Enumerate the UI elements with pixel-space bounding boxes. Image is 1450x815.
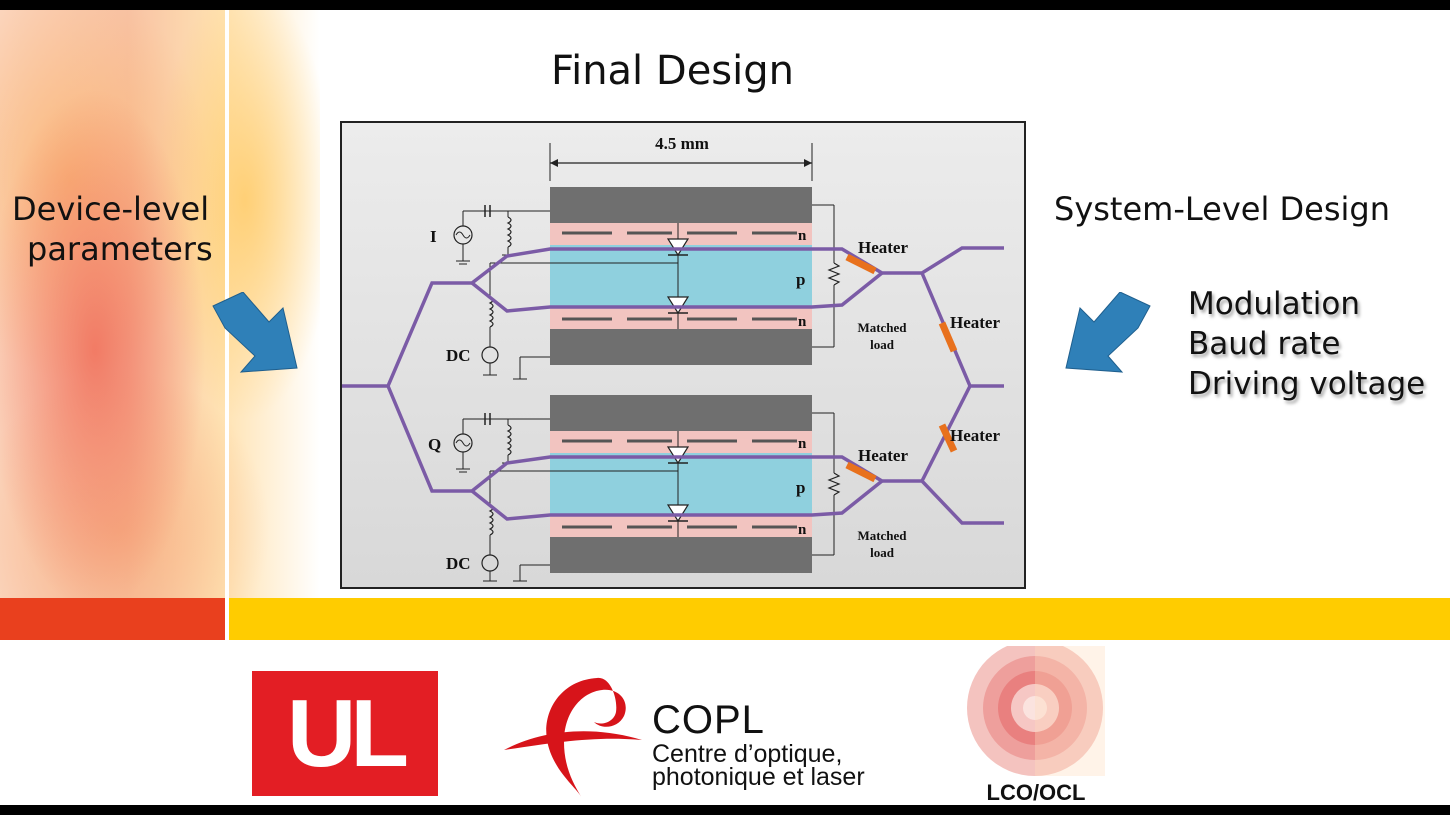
- iq-modulator-diagram: 4.5 mm n p n I: [340, 121, 1026, 589]
- heater-label: Heater: [950, 426, 1000, 445]
- accent-bar-yellow: [229, 598, 1450, 640]
- n-region-label: n: [798, 228, 807, 244]
- bottom-modulator-arm: n p n Q DC: [428, 395, 908, 582]
- waveguides: [342, 246, 1004, 525]
- ul-logo: UL: [252, 671, 438, 796]
- top-modulator-arm: n p n I DC: [430, 187, 908, 380]
- accent-bar-red: [0, 598, 225, 640]
- dc-bias-label: DC: [446, 346, 471, 365]
- n-region-label: n: [798, 522, 807, 538]
- lco-logo-text: LCO/OCL: [986, 780, 1086, 805]
- matched-load-label: Matched: [857, 320, 907, 335]
- lco-logo-icon: [967, 646, 1105, 776]
- length-label: 4.5 mm: [655, 134, 709, 153]
- dc-source-icon: [481, 346, 499, 364]
- n-region-label: n: [798, 436, 807, 452]
- device-level-label-line2: parameters: [27, 230, 213, 268]
- heater-label: Heater: [858, 238, 908, 257]
- copl-subtitle-line2: photonique et laser: [652, 763, 865, 791]
- n-region-label: n: [798, 314, 807, 330]
- device-level-label-line1: Device-level: [12, 190, 210, 228]
- dc-bias-label: DC: [446, 554, 471, 573]
- heater-label: Heater: [950, 313, 1000, 332]
- slide: Final Design Device-level parameters Sys…: [0, 10, 1450, 805]
- heater-label: Heater: [858, 446, 908, 465]
- dc-source-icon: [481, 554, 499, 572]
- slide-title: Final Design: [550, 48, 794, 94]
- left-arrow-icon: [212, 292, 298, 373]
- system-item-driving-voltage: Driving voltage: [1188, 366, 1426, 402]
- decorative-gradient: [0, 10, 320, 600]
- copl-subtitle-line1: Centre d’optique,: [652, 740, 843, 768]
- system-level-title: System-Level Design: [1054, 190, 1390, 228]
- ul-logo-text: UL: [287, 680, 409, 787]
- p-region-label: p: [796, 478, 805, 497]
- system-item-baud-rate: Baud rate: [1188, 326, 1341, 362]
- heater-elements: [845, 253, 958, 483]
- matched-load-label: Matched: [857, 528, 907, 543]
- i-source-label: I: [430, 227, 437, 246]
- copl-logo-icon: [504, 677, 642, 798]
- q-source-label: Q: [428, 435, 441, 454]
- modulator-schematic: 4.5 mm n p n I: [342, 134, 1004, 582]
- matched-load-label: load: [870, 337, 895, 352]
- p-region-label: p: [796, 270, 805, 289]
- system-item-modulation: Modulation: [1188, 286, 1361, 322]
- copl-name: COPL: [652, 698, 765, 742]
- right-arrow-icon: [1065, 292, 1151, 373]
- matched-load-label: load: [870, 545, 895, 560]
